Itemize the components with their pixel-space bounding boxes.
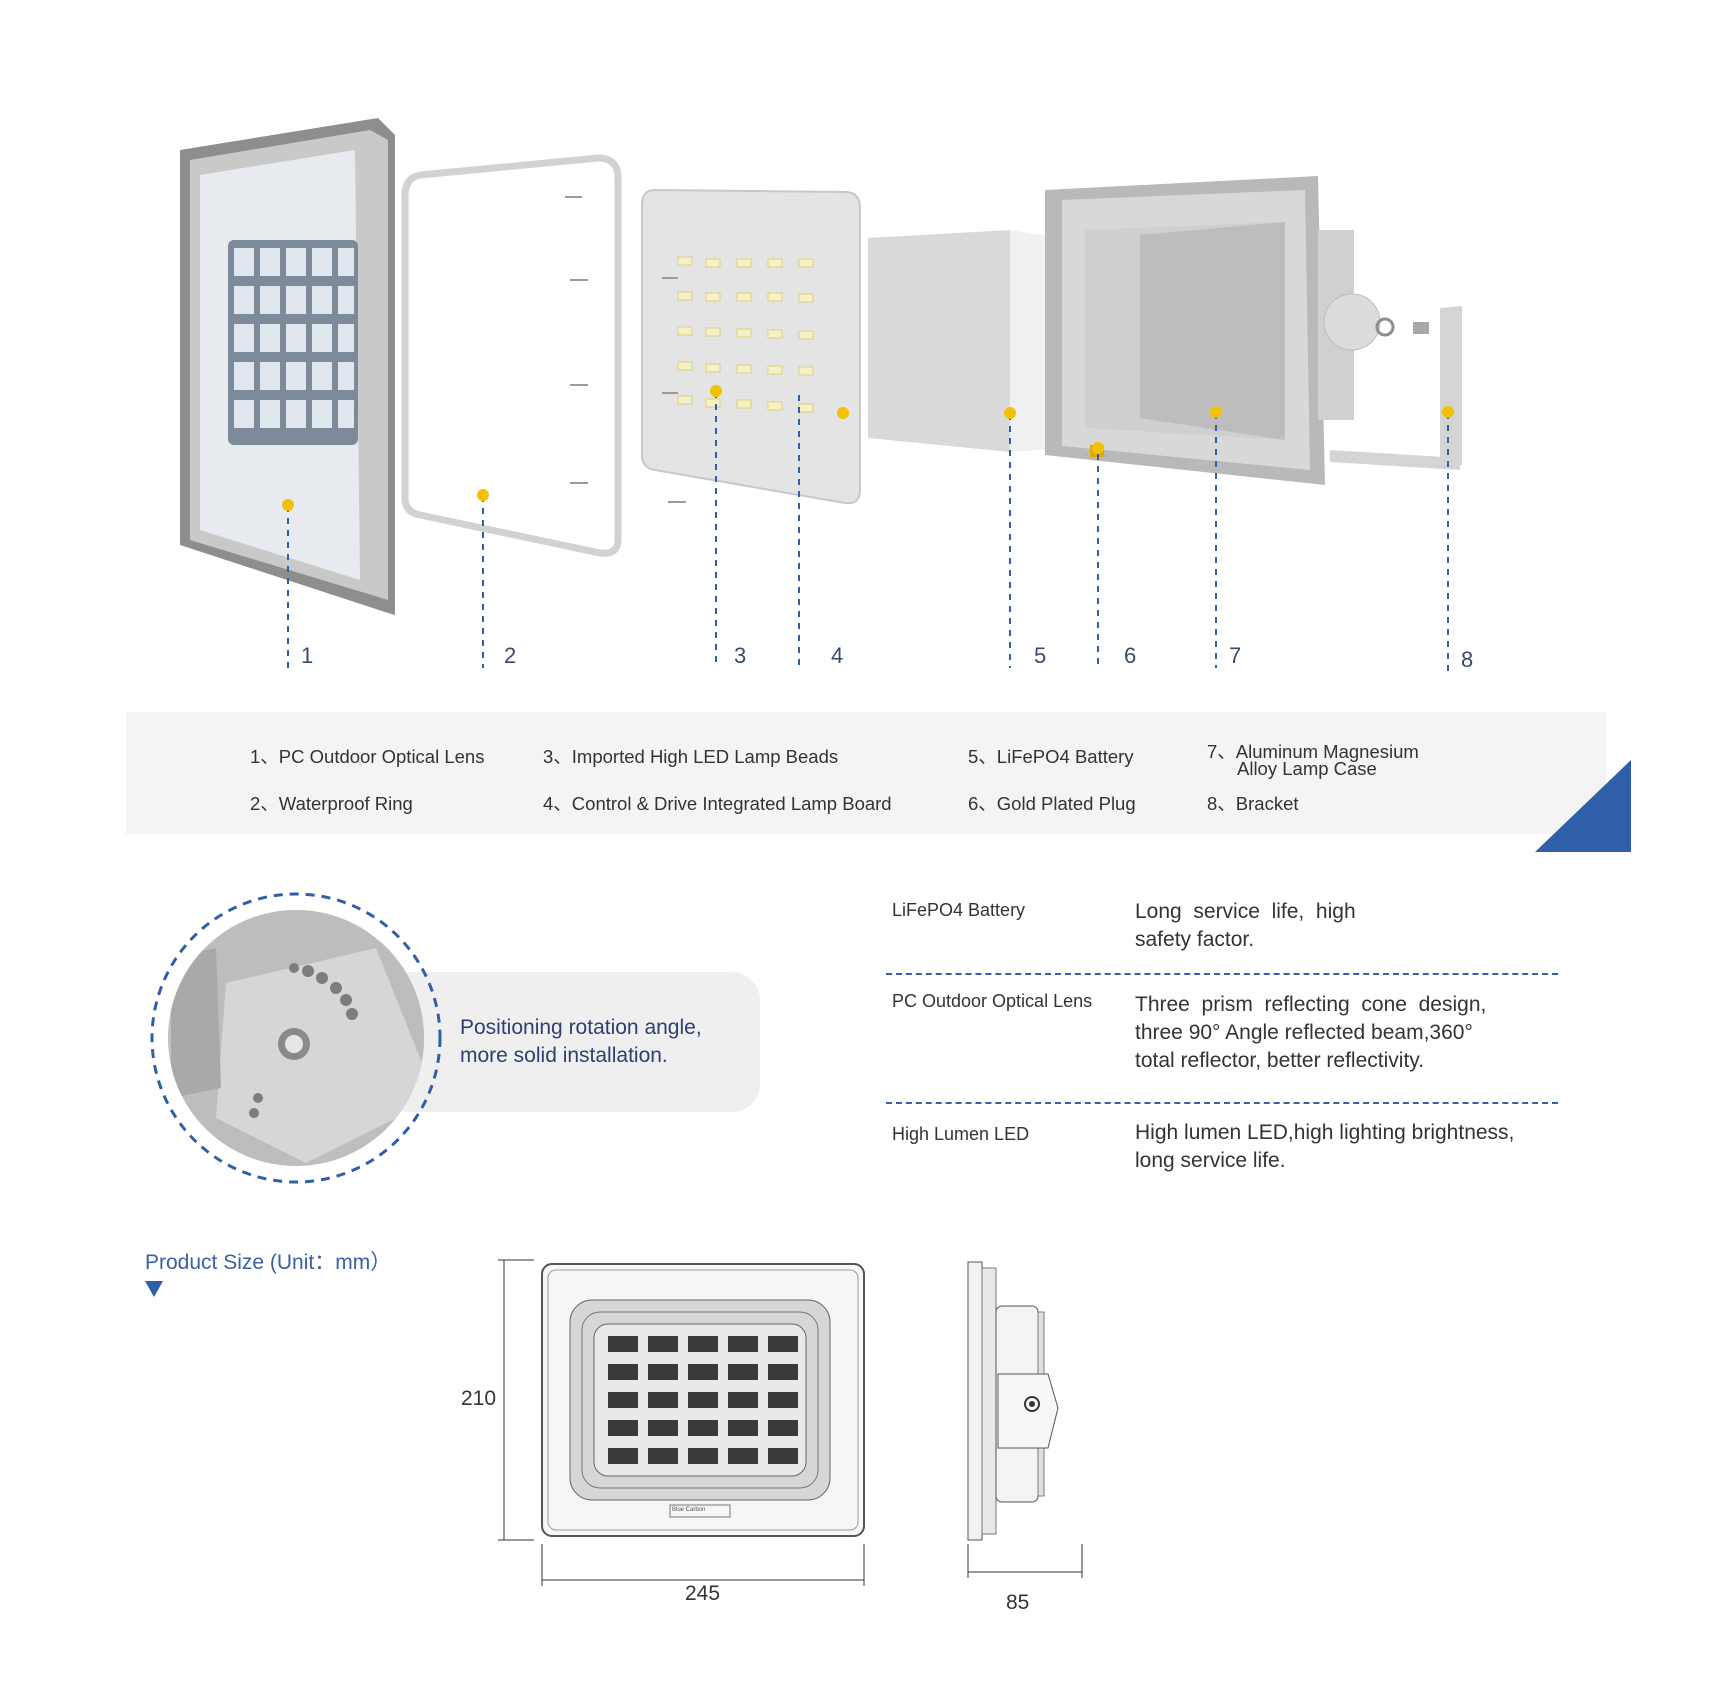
- feature-name-led: High Lumen LED: [892, 1124, 1030, 1144]
- legend-item-7: 7、Aluminum Magnesium Alloy Lamp Case: [1207, 741, 1419, 779]
- legend-item-4: 4、Control & Drive Integrated Lamp Board: [543, 793, 892, 814]
- lamp-board-part: [641, 188, 861, 505]
- waterproof-ring-part: [401, 154, 622, 557]
- front-view-drawing: [498, 1259, 865, 1586]
- leader-lines: [287, 392, 1449, 672]
- dimension-depth: 85: [1006, 1591, 1030, 1614]
- feature-desc-battery: Long service life, high safety factor.: [1135, 900, 1356, 951]
- feature-divider: [886, 1102, 1558, 1104]
- part-number-7: 7: [1229, 643, 1242, 668]
- feature-divider: [886, 973, 1558, 975]
- down-triangle-icon: [145, 1281, 163, 1297]
- part-number-5: 5: [1034, 643, 1047, 668]
- legend-item-2: 2、Waterproof Ring: [250, 793, 413, 814]
- legend-item-8: 8、Bracket: [1207, 793, 1299, 814]
- exploded-view-illustration: [180, 118, 1462, 672]
- dimension-height: 210: [461, 1387, 497, 1410]
- part-markers: [282, 385, 1454, 511]
- battery-part: [868, 230, 1060, 452]
- part-number-1: 1: [301, 643, 314, 668]
- feature-name-battery: LiFePO4 Battery: [892, 900, 1026, 920]
- legend-item-6: 6、Gold Plated Plug: [968, 793, 1136, 814]
- legend-item-5: 5、LiFePO4 Battery: [968, 746, 1134, 767]
- rotation-detail-image: [150, 892, 442, 1184]
- feature-desc-lens: Three prism reflecting cone design, thre…: [1135, 993, 1487, 1072]
- parts-legend-band: [126, 712, 1606, 834]
- part-number-2: 2: [504, 643, 517, 668]
- legend-item-3: 3、Imported High LED Lamp Beads: [543, 746, 839, 767]
- side-view-drawing: [967, 1261, 1083, 1578]
- lamp-case-part: [1045, 176, 1381, 485]
- part-number-6: 6: [1124, 643, 1137, 668]
- bracket-part: [1330, 306, 1462, 470]
- brand-label: Blue Carbon: [672, 1507, 706, 1513]
- feature-name-lens: PC Outdoor Optical Lens: [892, 991, 1093, 1011]
- feature-desc-led: High lumen LED,high lighting brightness,…: [1135, 1121, 1515, 1172]
- legend-item-1: 1、PC Outdoor Optical Lens: [250, 746, 485, 767]
- part-number-8: 8: [1461, 647, 1474, 672]
- product-size-title: Product Size (Unit：mm）: [145, 1251, 392, 1274]
- rotation-callout-box: [380, 972, 760, 1112]
- dimension-width: 245: [685, 1582, 721, 1605]
- part-number-3: 3: [734, 643, 747, 668]
- corner-triangle-decoration: [1535, 760, 1631, 852]
- optical-lens-part: [180, 118, 395, 615]
- rotation-callout-text: Positioning rotation angle, more solid i…: [460, 1016, 702, 1067]
- part-number-4: 4: [831, 643, 844, 668]
